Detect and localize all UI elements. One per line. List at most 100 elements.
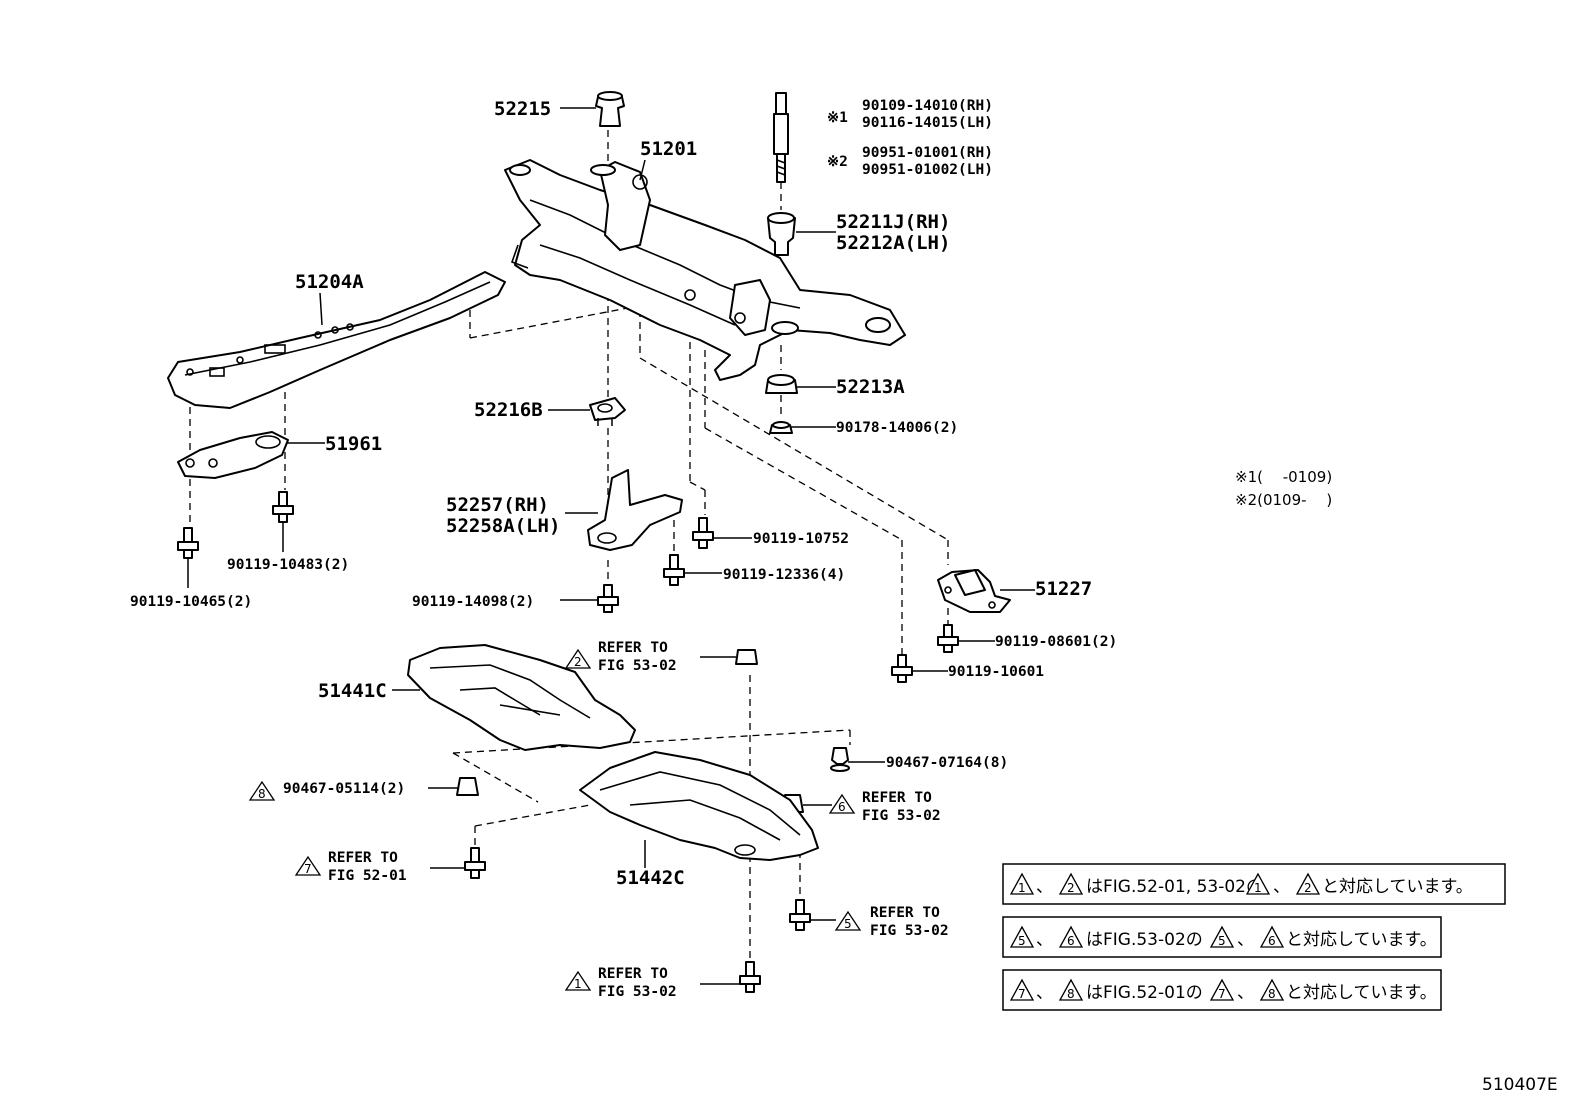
svg-text:REFER TO: REFER TO — [598, 966, 668, 982]
bolt-fig53-02-1 — [739, 961, 761, 993]
svg-text:5: 5 — [1218, 934, 1226, 948]
svg-text:FIG 53-02: FIG 53-02 — [870, 923, 949, 939]
mount-51227-shape — [937, 569, 1011, 613]
triangle-6-icon — [828, 793, 856, 814]
svg-text:7: 7 — [1018, 987, 1026, 1001]
svg-text:はFIG.52-01の: はFIG.52-01の — [1086, 983, 1203, 1003]
svg-text:と対応しています。: と対応しています。 — [1286, 930, 1437, 950]
ref-callout-1: 1 REFER TO FIG 53-02 — [564, 966, 677, 1000]
cover-51441c-shape — [407, 644, 636, 751]
svg-text:6: 6 — [1067, 934, 1075, 948]
label-52258a: 52258A(LH) — [446, 515, 560, 537]
ref-callout-2: 2 REFER TO FIG 53-02 — [564, 640, 677, 674]
label-90119-10601: 90119-10601 — [948, 664, 1044, 680]
label-51204a: 51204A — [295, 271, 364, 293]
label-52257: 52257(RH) — [446, 494, 549, 516]
legend-triangle-8-icon — [1058, 978, 1084, 1001]
bolt-fig52-01-7 — [464, 847, 486, 879]
bracket-51961-shape — [177, 431, 289, 479]
label-52216b: 52216B — [474, 399, 543, 421]
label-52211j: 52211J(RH) — [836, 211, 950, 233]
bolt-90119-10601 — [891, 654, 913, 683]
label-51961: 51961 — [325, 433, 382, 455]
triangle-5-icon — [834, 910, 862, 931]
legend-triangle-7-icon — [1009, 978, 1035, 1001]
label-51227: 51227 — [1035, 578, 1092, 600]
svg-text:8: 8 — [1067, 987, 1075, 1001]
svg-text:7: 7 — [304, 862, 312, 876]
svg-text:、: 、 — [1036, 983, 1053, 1003]
label-90951-01001: 90951-01001(RH) — [862, 145, 993, 161]
triangle-2-icon — [564, 648, 592, 669]
clip-90467-07164-shape — [830, 747, 850, 772]
clip-fig53-02-2-shape — [735, 649, 758, 665]
brace-51204a-shape — [167, 271, 506, 409]
svg-text:と対応しています。: と対応しています。 — [1286, 983, 1437, 1003]
svg-text:6: 6 — [1268, 934, 1276, 948]
legend-triangle-6-icon — [1058, 925, 1084, 948]
svg-text:8: 8 — [258, 787, 266, 801]
legend-box-1: 1 、 2 はFIG.52-01, 53-02の 1 、 2 と対応しています。 — [1002, 863, 1506, 905]
svg-text:2: 2 — [574, 655, 582, 669]
svg-text:7: 7 — [1218, 987, 1226, 1001]
crossmember-51201-shape — [504, 159, 906, 381]
svg-text:と対応しています。: と対応しています。 — [1322, 877, 1473, 897]
label-90119-10752: 90119-10752 — [753, 531, 849, 547]
svg-text:FIG 52-01: FIG 52-01 — [328, 868, 407, 884]
label-90178-14006: 90178-14006(2) — [836, 420, 958, 436]
svg-text:、: 、 — [1237, 930, 1254, 950]
bushing-52211j-shape — [767, 212, 796, 256]
label-90119-12336: 90119-12336(4) — [723, 567, 845, 583]
mark-2: ※2 — [827, 154, 848, 170]
legend-triangle-7b-icon — [1209, 978, 1235, 1001]
svg-text:1: 1 — [1254, 881, 1262, 895]
ref-callout-7: 7 REFER TO FIG 52-01 — [294, 850, 407, 884]
nut-90178-shape — [769, 421, 793, 434]
svg-text:2: 2 — [1304, 881, 1312, 895]
label-90467-07164: 90467-07164(8) — [886, 755, 1008, 771]
bushing-52215-shape — [595, 91, 625, 127]
label-90951-01002: 90951-01002(LH) — [862, 162, 993, 178]
legend-box-2: 5 、 6 はFIG.53-02の 5 、 6 と対応しています。 — [1002, 916, 1442, 958]
bolt-90119-10752 — [692, 517, 714, 549]
legend-triangle-8b-icon — [1259, 978, 1285, 1001]
svg-text:FIG 53-02: FIG 53-02 — [598, 984, 677, 1000]
bolt-fig53-02-5 — [789, 899, 811, 931]
legend-triangle-5-icon — [1009, 925, 1035, 948]
bolts — [177, 491, 959, 993]
stopper-52216b-shape — [589, 397, 626, 426]
label-90119-10483: 90119-10483(2) — [227, 557, 349, 573]
legend-triangle-2-icon — [1058, 872, 1084, 895]
svg-text:2: 2 — [1067, 881, 1075, 895]
svg-text:FIG 53-02: FIG 53-02 — [598, 658, 677, 674]
svg-text:5: 5 — [1018, 934, 1026, 948]
legend-triangle-5b-icon — [1209, 925, 1235, 948]
leader-lines — [187, 107, 1035, 985]
label-52212a: 52212A(LH) — [836, 232, 950, 254]
svg-text:1: 1 — [1018, 881, 1026, 895]
triangle-8-icon — [248, 780, 276, 801]
svg-text:FIG 53-02: FIG 53-02 — [862, 808, 941, 824]
bolt-90119-12336 — [663, 554, 685, 586]
part-labels: 52215 51201 51204A ※1 90109-14010(RH) 90… — [130, 98, 1117, 889]
svg-text:REFER TO: REFER TO — [328, 850, 398, 866]
label-90116-14015: 90116-14015(LH) — [862, 115, 993, 131]
bolt-90119-10465 — [177, 527, 199, 559]
bracket-52257-shape — [587, 469, 683, 551]
label-90119-08601: 90119-08601(2) — [995, 634, 1117, 650]
svg-text:REFER TO: REFER TO — [598, 640, 668, 656]
legend-triangle-1-icon — [1009, 872, 1035, 895]
mark-1: ※1 — [827, 110, 848, 126]
svg-text:、: 、 — [1036, 930, 1053, 950]
svg-text:1: 1 — [574, 977, 582, 991]
bushing-52213a-shape — [765, 374, 798, 394]
svg-text:、: 、 — [1036, 877, 1053, 897]
clip-90467-05114-shape — [456, 777, 479, 796]
legend-triangle-1b-icon — [1245, 872, 1271, 895]
triangle-1-icon — [564, 970, 592, 991]
label-90119-14098: 90119-14098(2) — [412, 594, 534, 610]
label-90119-10465: 90119-10465(2) — [130, 594, 252, 610]
bolt-90119-08601 — [937, 624, 959, 653]
bolt-90119-14098 — [597, 584, 619, 613]
